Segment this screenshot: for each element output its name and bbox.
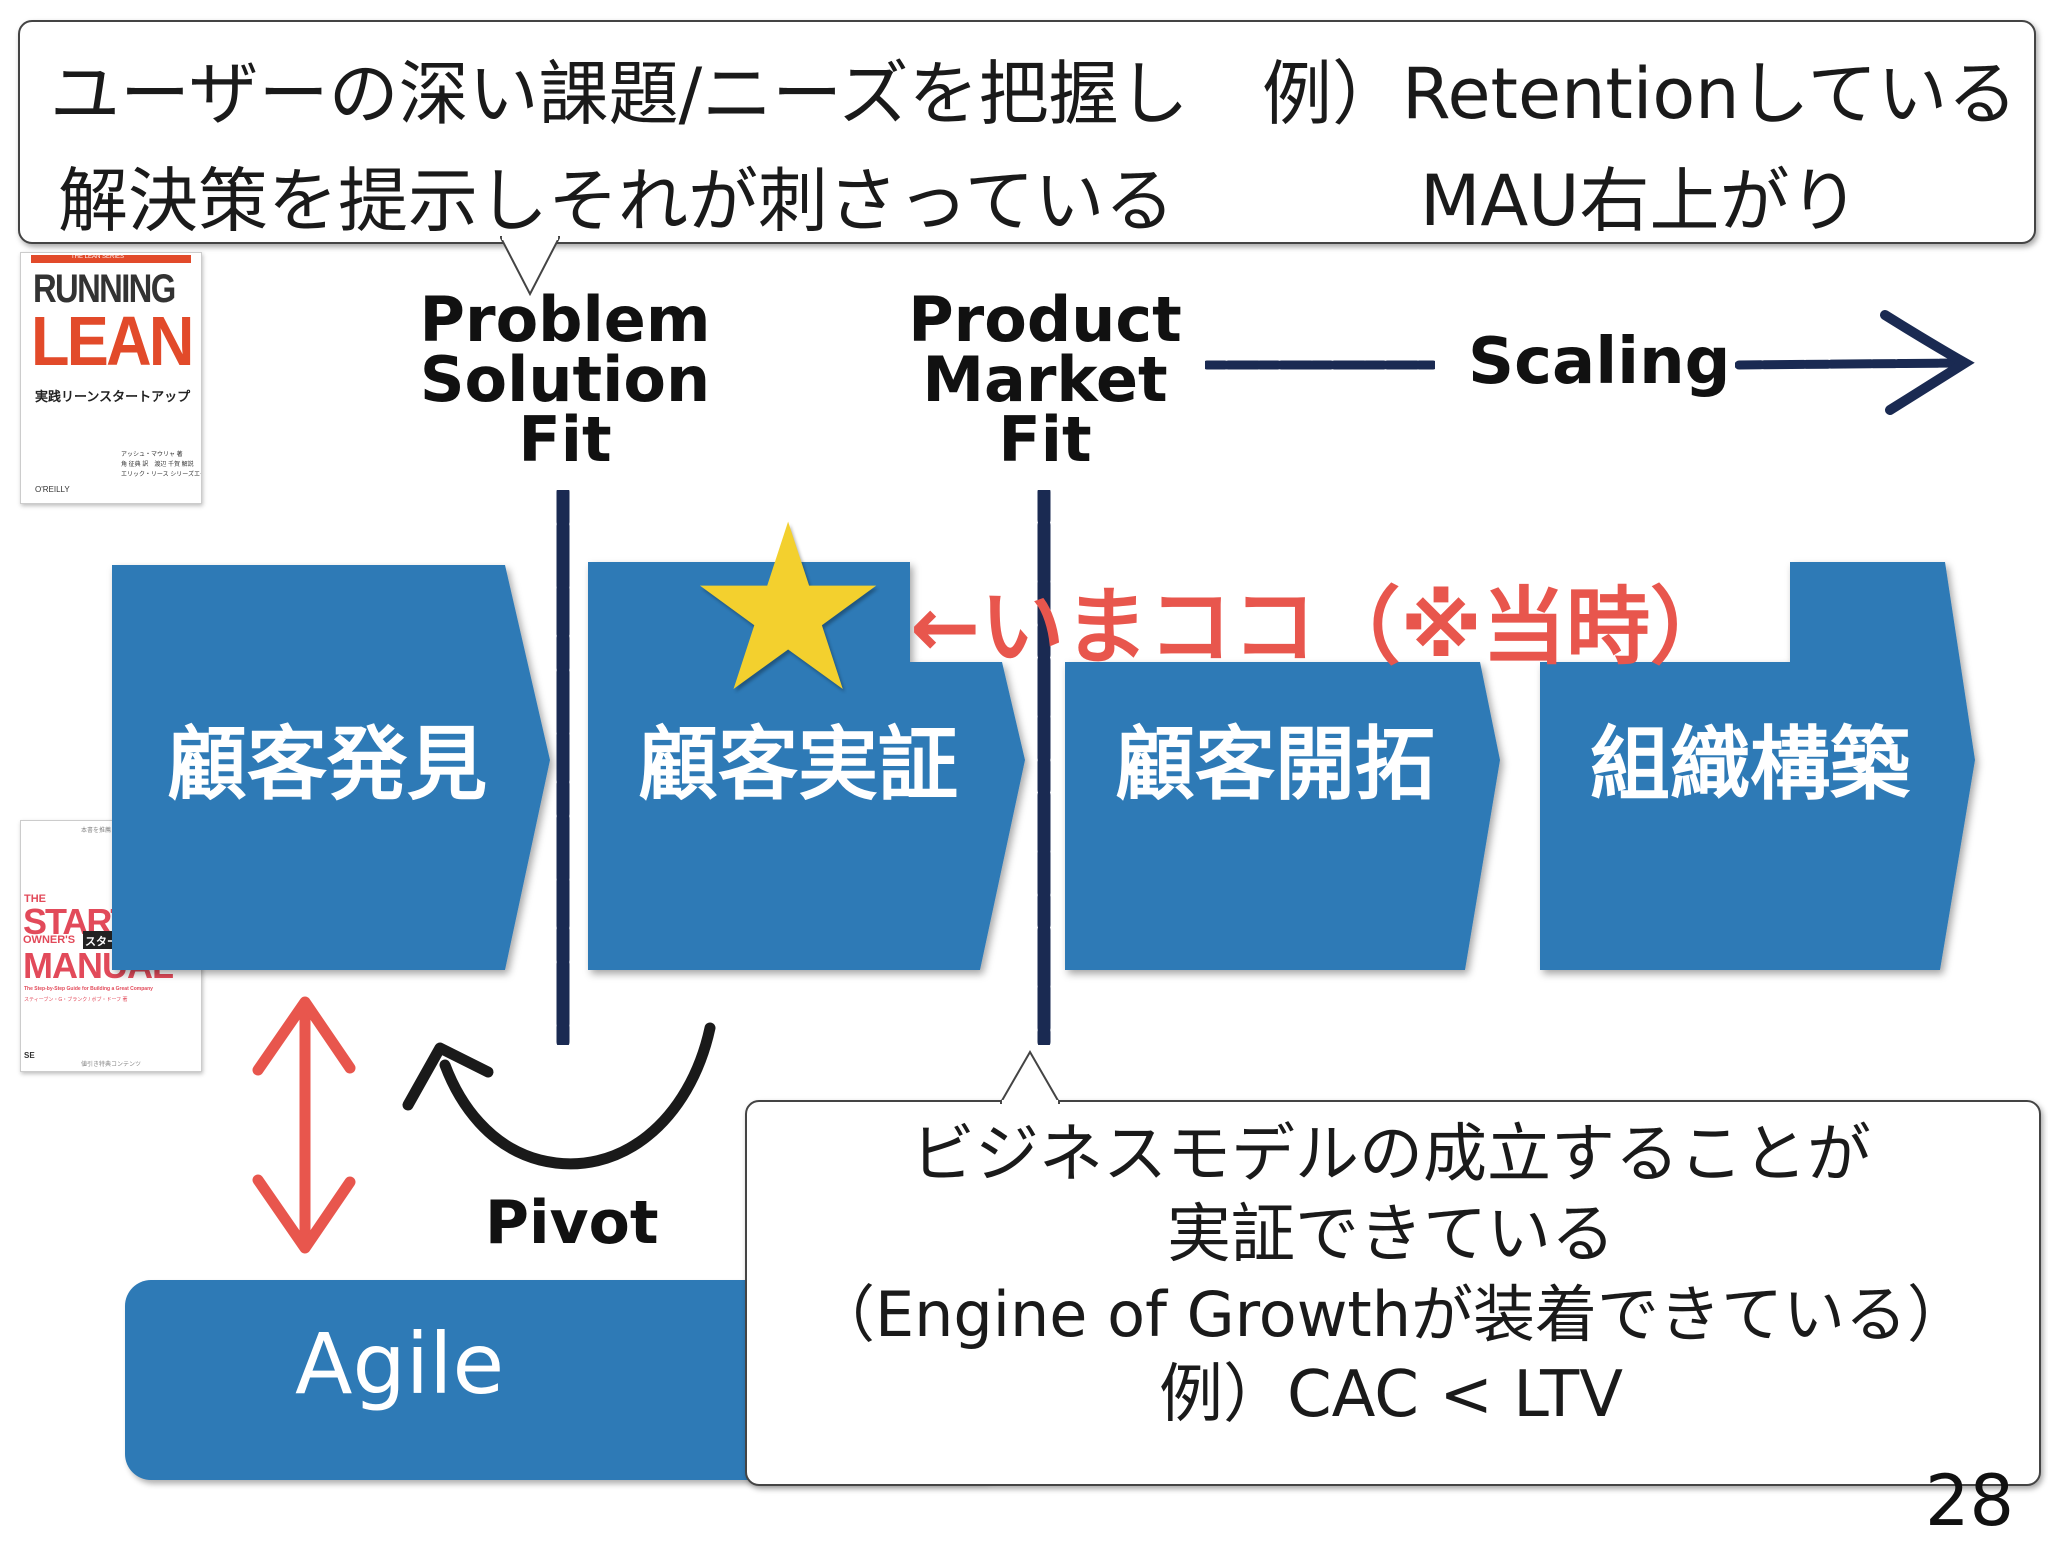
product-market-fit-line1: Product [908, 283, 1182, 356]
running-lean-series: THE LEAN SERIES [71, 254, 125, 260]
product-market-fit-line3: Fit [998, 403, 1092, 476]
bottom-callout-line1: ビジネスモデルの成立することが [911, 1118, 1871, 1192]
startup-manual-bottom-note: 値引き特典コンテンツ [81, 1062, 142, 1068]
top-callout-example-line1: 例）Retentionしている [1262, 53, 2018, 135]
stage-customer-creation-label: 顧客開拓 [1115, 718, 1435, 811]
scaling-dash-left [1205, 360, 1435, 370]
top-callout [18, 20, 2036, 244]
top-callout-tail [500, 236, 560, 296]
running-lean-title-line2: LEAN [31, 302, 194, 380]
stage-customer-creation-shape [1065, 662, 1500, 970]
running-lean-publisher: O'REILLY [35, 485, 70, 494]
stage-customer-validation-shape [588, 562, 1025, 970]
bottom-callout-line3: （Engine of Growthが装着できている） [812, 1278, 1970, 1351]
stage-company-building-shape [1540, 562, 1975, 970]
running-lean-book-cover: THE LEAN SERIES RUNNING LEAN 実践リーンスタートアッ… [20, 252, 202, 504]
problem-solution-fit-line1: Problem [419, 283, 711, 356]
stage-customer-validation-label: 顧客実証 [638, 718, 958, 811]
pivot-label: Pivot [485, 1188, 659, 1258]
running-lean-title-line1: RUNNING [33, 267, 176, 311]
problem-solution-fit-label: Problem Solution Fit [395, 283, 735, 476]
startup-manual-publisher: SE [24, 1051, 35, 1060]
stage-customer-discovery-label: 顧客発見 [167, 718, 487, 811]
startup-manual-title-line2: OWNER'S [23, 934, 76, 946]
top-callout-example-line2: MAU右上がり [1420, 160, 1860, 242]
problem-solution-fit-line [556, 490, 570, 1045]
current-position-star-icon: ★ [685, 476, 892, 743]
product-market-fit-line [1037, 490, 1051, 1045]
page-number: 28 [1925, 1460, 2015, 1542]
running-lean-author-line3: エリック・リース シリーズエディタ [121, 472, 201, 478]
scaling-label: Scaling [1468, 325, 1731, 399]
bottom-callout [745, 1100, 2041, 1486]
top-callout-line2: 解決策を提示しそれが刺さっている [58, 160, 1175, 242]
startup-manual-subtitle: The Step-by-Step Guide for Building a Gr… [24, 986, 153, 992]
stage-customer-discovery-shape [112, 565, 550, 970]
problem-solution-fit-line3: Fit [518, 403, 612, 476]
startup-manual-authors: スティーブン・G・ブランク / ボブ・ドーフ 著 [24, 997, 128, 1003]
running-lean-author-line2: 角 征典 訳 渡辺 千賀 解説 [121, 462, 194, 468]
startup-manual-top-note: 本書を推薦コンテンツ [81, 828, 142, 834]
bottom-callout-line2: 実証できている [1167, 1198, 1615, 1272]
running-lean-subtitle: 実践リーンスタートアップ [35, 389, 191, 404]
agile-label: Agile [295, 1315, 505, 1413]
bottom-callout-text: ビジネスモデルの成立することが 実証できている （Engine of Growt… [745, 1115, 2037, 1435]
stage-company-building-label: 組織構築 [1590, 718, 1910, 811]
top-callout-line1: ユーザーの深い課題/ニーズを把握し [50, 53, 1189, 135]
running-lean-author-line1: アッシュ・マウリャ 著 [121, 452, 183, 458]
bottom-callout-tail [1000, 1050, 1060, 1104]
agile-double-arrow-icon [252, 996, 356, 1254]
pivot-arrow-icon [402, 1022, 716, 1170]
product-market-fit-label: Product Market Fit [875, 283, 1215, 476]
bottom-callout-line4: 例）CAC < LTV [1158, 1358, 1624, 1432]
problem-solution-fit-line2: Solution [419, 343, 711, 416]
scaling-arrow-icon [1735, 310, 1975, 415]
startup-manual-the: THE [24, 893, 46, 905]
current-position-label: ←いまココ（※当時） [910, 578, 1735, 676]
product-market-fit-line2: Market [922, 343, 1168, 416]
